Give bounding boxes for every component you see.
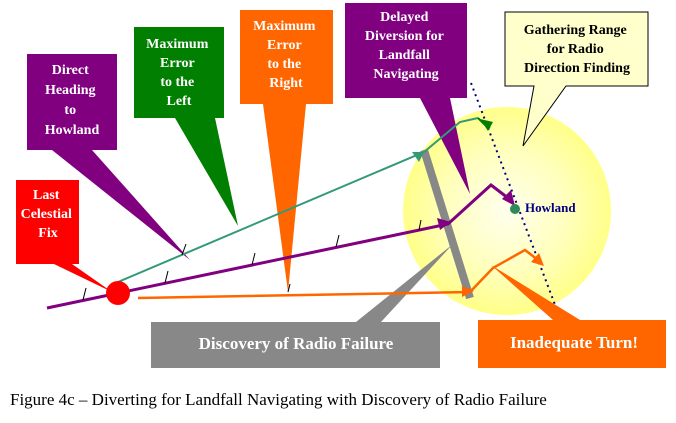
last-fix-callout [16, 180, 112, 292]
svg-text:Last Celestial Fix: Last Celestial Fix [21, 188, 76, 241]
track-max-right [137, 248, 539, 300]
direct-heading-callout [27, 54, 190, 260]
last-fix-label-line-2: Celestial [21, 207, 72, 222]
direct-label-line-4: Howland [45, 123, 100, 138]
gathering-label-line-3: Direction Finding [524, 61, 630, 76]
radio-range-glow [403, 107, 611, 315]
track-max-left-mid-arrow [412, 152, 424, 162]
max-left-label-line-3: to the [160, 75, 194, 90]
tick-mark [335, 234, 340, 248]
gathering-label-line-2: for Radio [547, 42, 604, 57]
track-direct-arrow [502, 190, 515, 206]
svg-text:Delayed Diversion for: Delayed Diversion for Landfall Navigatin… [365, 10, 447, 82]
max-left-label-line-2: Error [160, 56, 195, 71]
inadequate-turn-callout [478, 265, 666, 368]
svg-text:Direct Heading to: Direct Heading to Howland [45, 63, 100, 138]
inadequate-turn-label: Inadequate Turn! [510, 333, 638, 352]
track-max-left [117, 117, 479, 283]
track-max-right-mid-arrow [462, 286, 474, 297]
last-fix-label-line-3: Fix [38, 226, 57, 241]
max-right-label-line-4: Right [269, 76, 303, 91]
track-direct [46, 183, 509, 310]
tick-mark [82, 287, 87, 301]
tick-mark [251, 252, 256, 266]
hour-ticks [82, 219, 422, 301]
last-fix-marker [106, 281, 130, 305]
tick-mark [287, 283, 291, 293]
track-direct-mid-arrow [437, 218, 451, 230]
last-fix-label-line-1: Last [33, 188, 60, 203]
delayed-label-line-1: Delayed [380, 10, 428, 25]
max-right-label-line-2: Error [267, 38, 302, 53]
direct-label-line-2: Heading [45, 83, 96, 98]
howland-label: Howland [525, 200, 576, 215]
direct-label-line-1: Direct [52, 63, 89, 78]
radio-failure-callout [151, 244, 453, 368]
direct-label-line-3: to [64, 103, 76, 118]
delayed-label-line-4: Navigating [373, 67, 438, 82]
tick-mark [164, 270, 169, 284]
howland-island-icon [510, 204, 520, 214]
svg-text:Gathering Range for Radio: Gathering Range for Radio Direction Find… [524, 23, 631, 76]
gathering-label-line-1: Gathering Range [524, 23, 627, 38]
track-max-right-arrow [531, 253, 544, 266]
delayed-diversion-callout [345, 3, 470, 194]
svg-text:Maximum Error to the: Maximum Error to the Left [146, 37, 212, 109]
howland-dotted-line [470, 82, 558, 311]
delayed-label-line-2: Diversion for [365, 29, 444, 44]
max-left-label-line-4: Left [167, 94, 192, 109]
max-right-label-line-3: to the [267, 57, 301, 72]
tick-mark [181, 243, 187, 256]
max-left-callout [134, 27, 238, 226]
svg-text:Maximum Error to the: Maximum Error to the Right [253, 19, 319, 91]
max-right-label-line-1: Maximum [253, 19, 316, 34]
max-left-label-line-1: Maximum [146, 37, 209, 52]
max-right-callout [240, 10, 333, 292]
track-max-left-arrow [480, 119, 493, 131]
gathering-range-callout [504, 11, 649, 147]
delayed-label-line-3: Landfall [379, 48, 430, 63]
tick-mark [418, 219, 422, 231]
radio-failure-label: Discovery of Radio Failure [199, 334, 394, 353]
figure-caption: Figure 4c – Diverting for Landfall Navig… [10, 390, 547, 409]
